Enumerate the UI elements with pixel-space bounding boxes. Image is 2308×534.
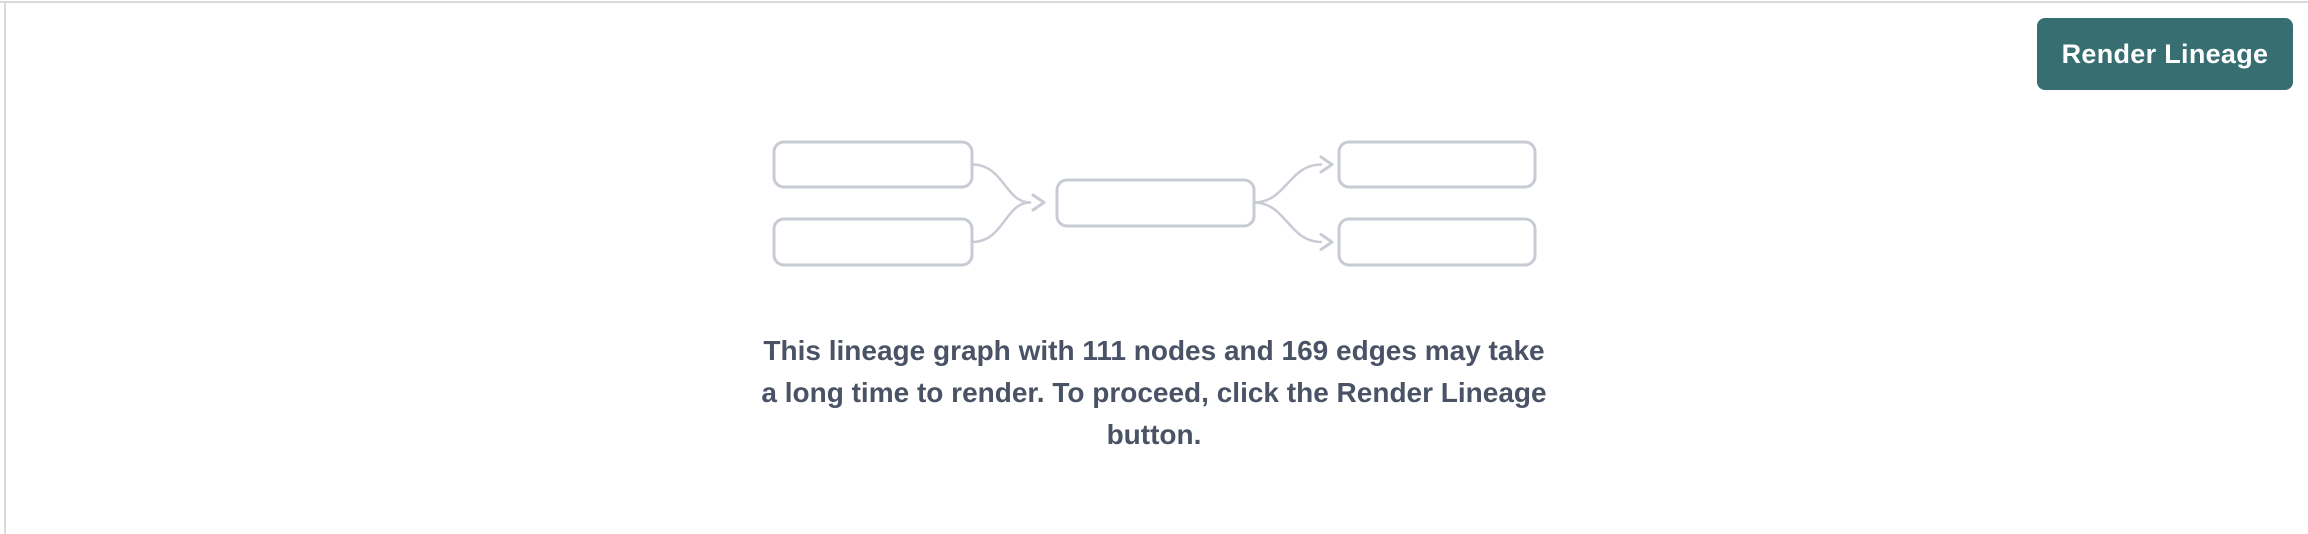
render-lineage-button[interactable]: Render Lineage <box>2037 18 2293 90</box>
render-lineage-button-label: Render Lineage <box>2061 38 2269 69</box>
graph-arrowhead-icon <box>1319 155 1334 174</box>
message-line: This lineage graph with 111 nodes and 16… <box>763 335 1545 366</box>
graph-arrowhead-icon <box>1031 193 1046 212</box>
graph-edge-path <box>1252 201 1323 244</box>
graph-node-rect <box>1055 178 1256 228</box>
graph-edge-path <box>1252 163 1323 204</box>
panel-top-border <box>0 1 2308 3</box>
graph-arrowhead-icon <box>1319 233 1334 251</box>
graph-node-rect <box>1337 217 1537 267</box>
empty-state-message: This lineage graph with 111 nodes and 16… <box>0 330 2308 456</box>
graph-node-rect <box>772 140 974 189</box>
lineage-graph-illustration <box>772 140 1537 267</box>
graph-node-rect <box>1337 140 1537 189</box>
graph-edge-path <box>970 163 1032 204</box>
graph-edge-path <box>970 201 1032 244</box>
graph-node-rect <box>772 217 974 267</box>
message-line: button. <box>1106 419 1202 450</box>
message-line: a long time to render. To proceed, click… <box>761 377 1547 408</box>
panel-left-border <box>4 1 6 534</box>
